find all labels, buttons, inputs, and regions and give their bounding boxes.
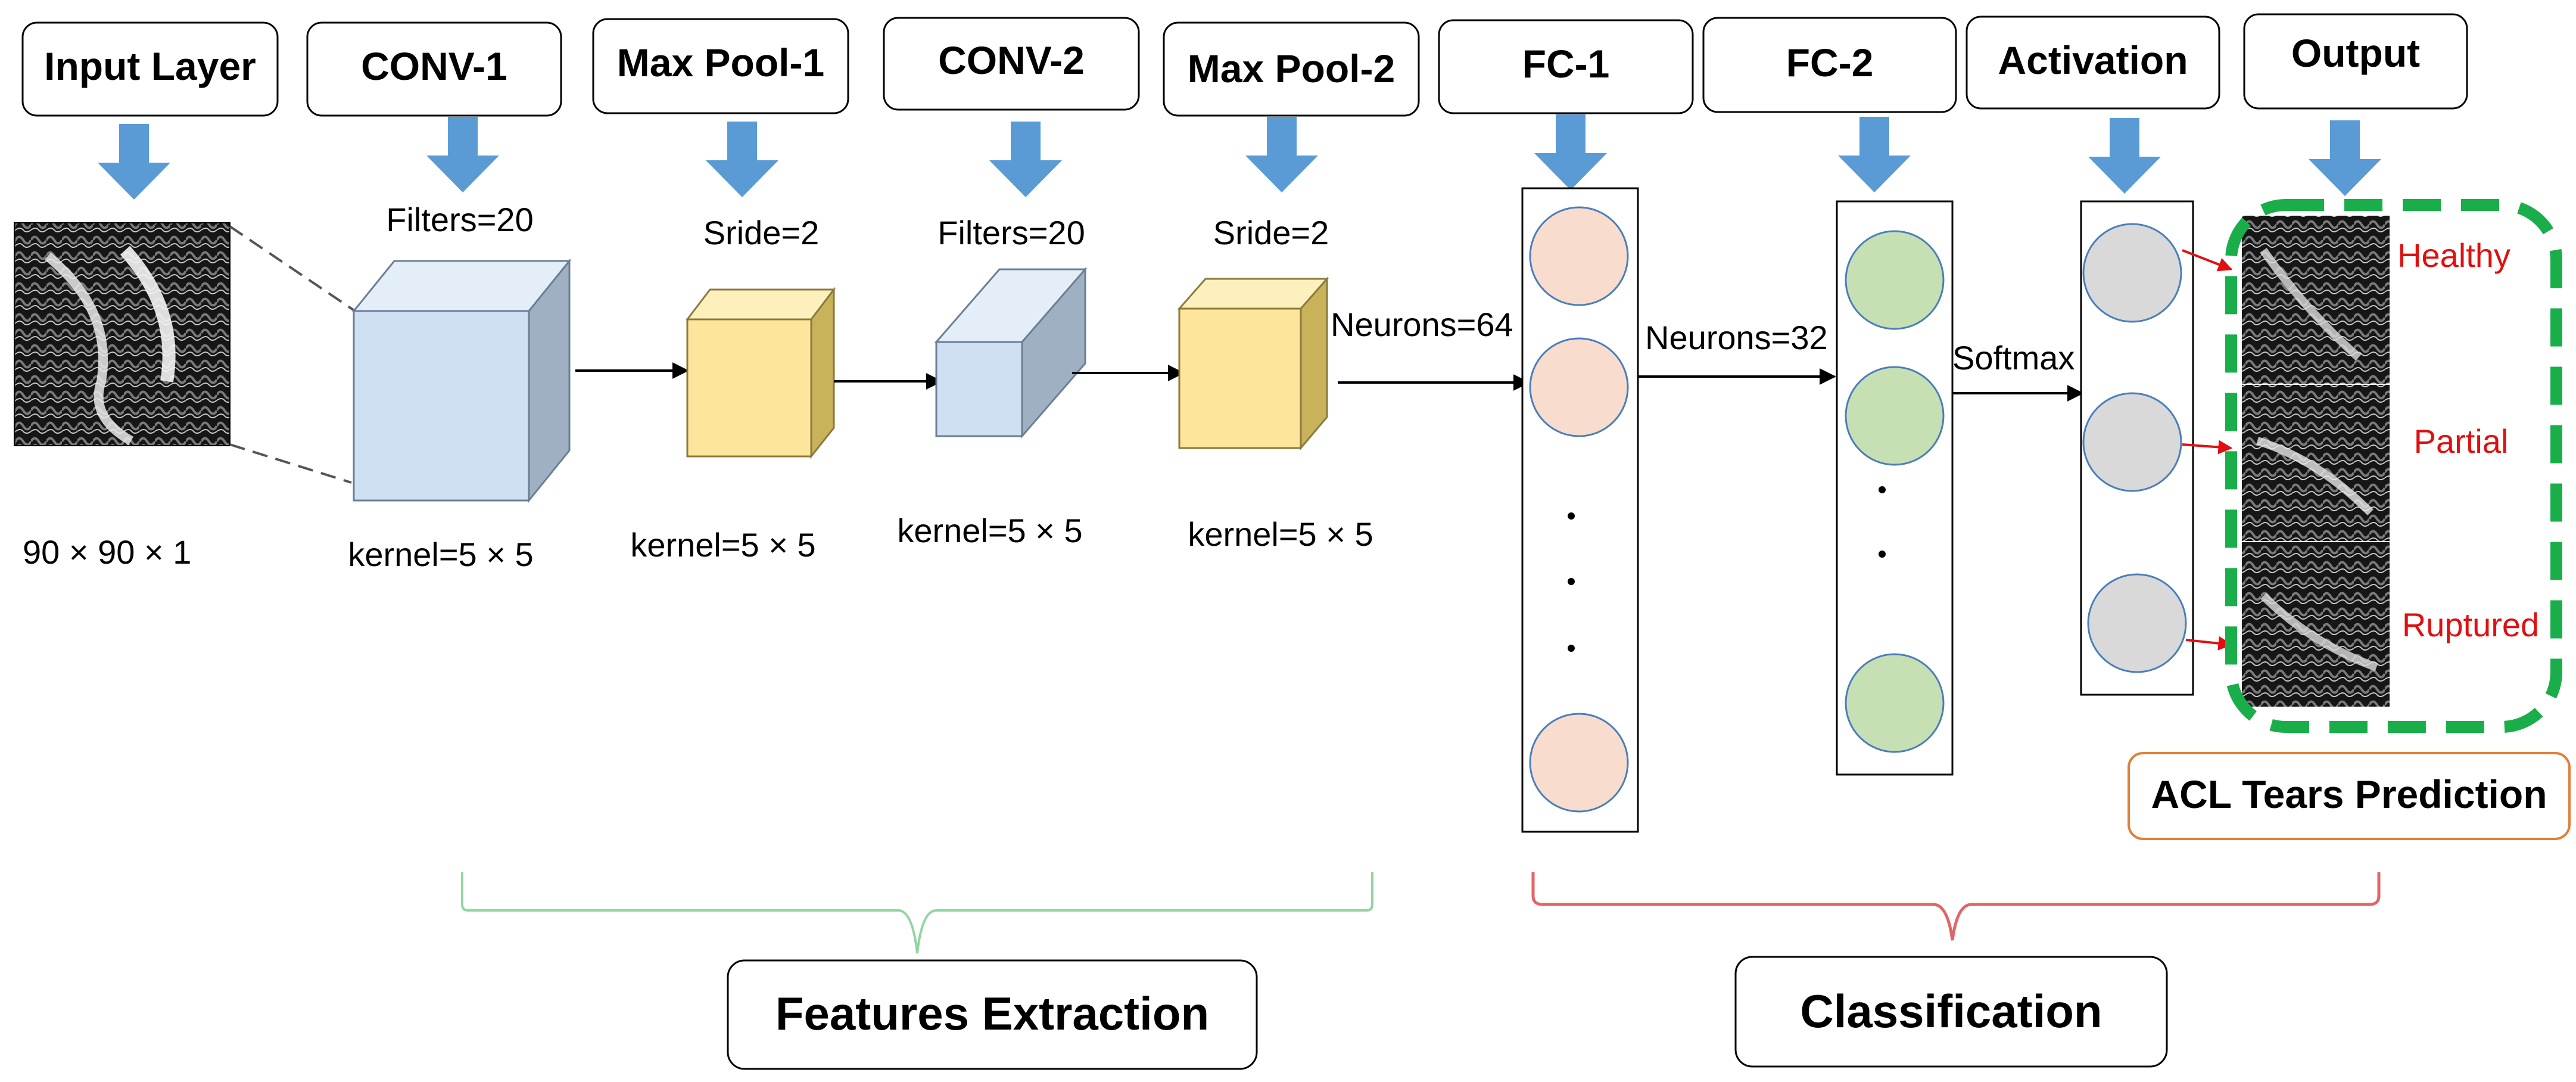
output-arrow bbox=[2182, 249, 2233, 272]
features-extraction-box: Features Extraction bbox=[727, 959, 1258, 1070]
conv1-kernel-label: kernel=5 × 5 bbox=[348, 536, 533, 573]
pool2-kernel-label: kernel=5 × 5 bbox=[1188, 515, 1373, 553]
acl-tears-prediction-box: ACL Tears Prediction bbox=[2128, 752, 2571, 840]
down-arrow-icon bbox=[989, 122, 1062, 197]
down-arrow-icon bbox=[1838, 117, 1911, 192]
layer-label-fc1-text: FC-1 bbox=[1522, 42, 1610, 86]
layer-label-output: Output bbox=[2243, 13, 2468, 110]
projection-line-bottom bbox=[229, 443, 352, 484]
classification-bracket bbox=[1531, 872, 2381, 941]
output-mri-partial bbox=[2242, 385, 2390, 541]
projection-line-top bbox=[229, 225, 356, 312]
down-arrow-icon bbox=[98, 124, 170, 200]
layer-label-maxpool1: Max Pool-1 bbox=[592, 18, 849, 114]
classification-label: Classification bbox=[1800, 985, 2102, 1037]
fc1-node bbox=[1529, 206, 1629, 306]
fc2-neurons-label: Neurons=32 bbox=[1645, 319, 1828, 356]
down-arrow-icon bbox=[1245, 117, 1318, 192]
layer-label-conv2: CONV-2 bbox=[883, 17, 1140, 111]
ellipsis-dot bbox=[1568, 645, 1575, 652]
fc2-column bbox=[1836, 200, 1954, 776]
maxpool2-cube bbox=[1177, 276, 1329, 451]
output-label-ruptured: Ruptured bbox=[2402, 606, 2539, 643]
output-arrow bbox=[2182, 440, 2233, 455]
down-arrow-icon bbox=[2309, 120, 2381, 196]
output-dashed-border bbox=[2225, 199, 2562, 733]
down-arrow-group bbox=[98, 114, 2381, 200]
activation-node bbox=[2087, 573, 2187, 673]
fc1-column bbox=[1521, 187, 1639, 833]
layer-label-output-text: Output bbox=[2291, 31, 2420, 75]
output-label-partial: Partial bbox=[2414, 422, 2509, 460]
fc1-node bbox=[1529, 337, 1629, 437]
layer-label-fc1: FC-1 bbox=[1438, 19, 1694, 114]
fc2-node bbox=[1845, 366, 1945, 466]
output-mri-ruptured bbox=[2242, 542, 2390, 707]
conv2-cube bbox=[934, 266, 1088, 439]
output-label-healthy: Healthy bbox=[2397, 237, 2510, 274]
acl-tears-prediction-label: ACL Tears Prediction bbox=[2151, 772, 2547, 816]
fc1-node bbox=[1529, 713, 1629, 813]
conv1-cube bbox=[351, 258, 572, 503]
ellipsis-dot bbox=[1568, 578, 1575, 585]
layer-label-fc2: FC-2 bbox=[1702, 17, 1957, 113]
ellipsis-dot bbox=[1568, 512, 1575, 520]
softmax-label: Softmax bbox=[1952, 339, 2074, 377]
layer-label-conv2-text: CONV-2 bbox=[938, 38, 1085, 82]
layer-label-conv1: CONV-1 bbox=[306, 21, 562, 117]
layer-label-maxpool2-text: Max Pool-2 bbox=[1188, 46, 1395, 91]
fc2-node bbox=[1845, 230, 1945, 330]
layer-label-maxpool1-text: Max Pool-1 bbox=[617, 41, 824, 85]
pool1-kernel-label: kernel=5 × 5 bbox=[630, 526, 815, 564]
down-arrow-icon bbox=[2088, 118, 2161, 194]
pool2-stride-label: Sride=2 bbox=[1213, 214, 1329, 251]
down-arrow-icon bbox=[426, 117, 499, 192]
activation-column bbox=[2080, 200, 2194, 696]
layer-label-input-text: Input Layer bbox=[44, 44, 256, 88]
down-arrow-icon bbox=[1534, 114, 1607, 190]
input-size-label: 90 × 90 × 1 bbox=[23, 533, 191, 571]
layer-label-activation: Activation bbox=[1966, 15, 2220, 110]
conv2-kernel-label: kernel=5 × 5 bbox=[897, 512, 1082, 549]
features-bracket bbox=[461, 872, 1373, 954]
activation-node bbox=[2082, 392, 2182, 492]
pool1-stride-label: Sride=2 bbox=[703, 214, 820, 251]
fc1-neurons-label: Neurons=64 bbox=[1331, 306, 1513, 343]
down-arrow-icon bbox=[706, 122, 778, 197]
fc2-node bbox=[1845, 653, 1945, 753]
layer-label-maxpool2: Max Pool-2 bbox=[1163, 21, 1420, 117]
ellipsis-dot bbox=[1879, 551, 1886, 558]
output-panel: Healthy Partial Ruptured bbox=[2225, 199, 2562, 733]
output-mri-healthy bbox=[2242, 216, 2390, 384]
output-arrow bbox=[2185, 636, 2233, 651]
activation-node bbox=[2082, 223, 2182, 323]
layer-label-activation-text: Activation bbox=[1998, 38, 2188, 82]
conv1-filters-label: Filters=20 bbox=[386, 201, 533, 238]
classification-box: Classification bbox=[1734, 956, 2168, 1068]
input-mri-image bbox=[14, 222, 230, 446]
ellipsis-dot bbox=[1879, 486, 1886, 493]
layer-label-conv1-text: CONV-1 bbox=[361, 44, 507, 88]
conv2-filters-label: Filters=20 bbox=[937, 214, 1085, 251]
maxpool1-cube bbox=[685, 287, 836, 459]
features-extraction-label: Features Extraction bbox=[775, 987, 1209, 1040]
layer-label-input: Input Layer bbox=[21, 21, 279, 117]
layer-label-fc2-text: FC-2 bbox=[1786, 41, 1874, 85]
